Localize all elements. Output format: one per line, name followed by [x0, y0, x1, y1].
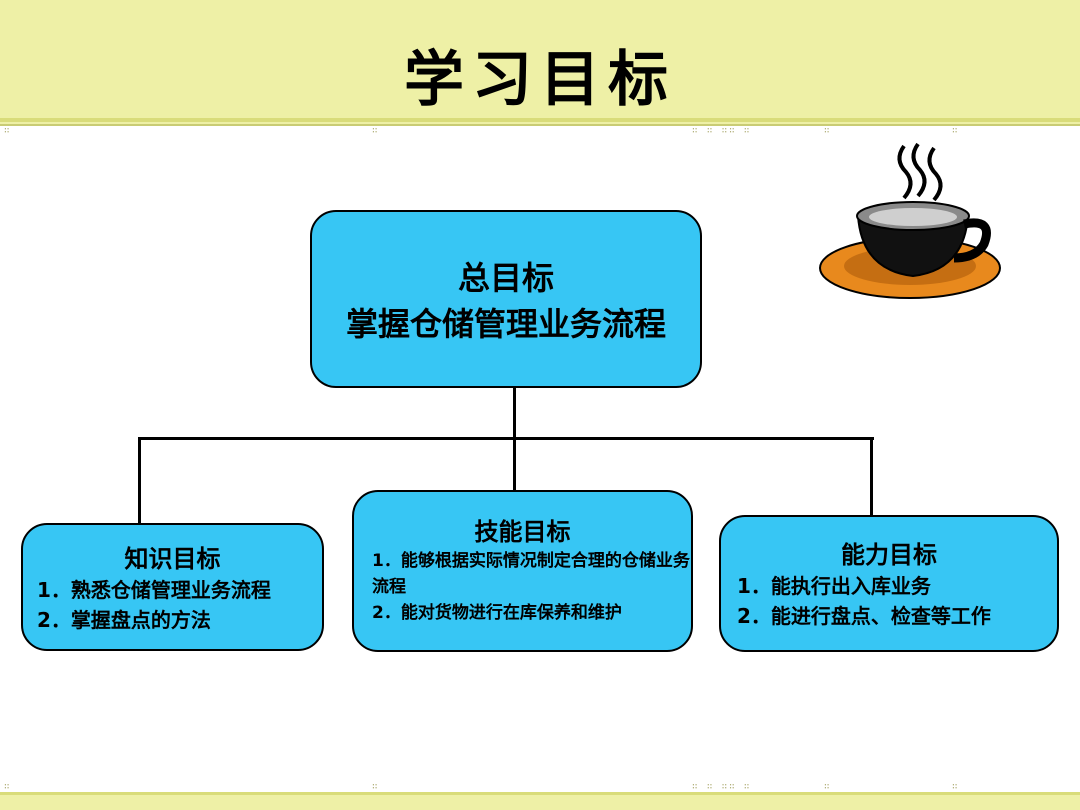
header-band: [0, 0, 1080, 124]
decorative-dots: ∷: [4, 126, 12, 136]
connector-to-skill: [513, 437, 516, 492]
coffee-cup-icon: [819, 142, 1001, 299]
decorative-dots: ∷: [372, 782, 380, 792]
skill-goal-box: 技能目标 1．能够根据实际情况制定合理的仓储业务流程 2．能对货物进行在库保养和…: [352, 490, 693, 652]
header-divider-lower: [0, 124, 1080, 126]
skill-goal-title: 技能目标: [474, 518, 571, 546]
decorative-dots: ∷: [952, 126, 960, 136]
footer-divider: [0, 792, 1080, 795]
decorative-dots: ∷: [952, 782, 960, 792]
decorative-dots: ∷ ∷ ∷∷ ∷: [692, 782, 752, 792]
decorative-dots: ∷ ∷ ∷∷ ∷: [692, 126, 752, 136]
root-goal-subtitle: 掌握仓储管理业务流程: [345, 305, 666, 343]
skill-goal-item-2: 2．能对货物进行在库保养和维护: [372, 603, 622, 623]
ability-goal-item-1: 1．能执行出入库业务: [737, 574, 931, 598]
header-divider: [0, 118, 1080, 122]
connector-root-down: [513, 387, 516, 439]
decorative-dots: ∷: [372, 126, 380, 136]
root-goal-box: 总目标 掌握仓储管理业务流程: [310, 210, 702, 388]
root-goal-title: 总目标: [457, 259, 554, 297]
ability-goal-box: 能力目标 1．能执行出入库业务 2．能进行盘点、检查等工作: [719, 515, 1059, 652]
decorative-dots: ∷: [824, 782, 832, 792]
decorative-dots: ∷: [4, 782, 12, 792]
ability-goal-item-2: 2．能进行盘点、检查等工作: [737, 604, 991, 628]
connector-horizontal: [138, 437, 874, 440]
connector-to-knowledge: [138, 437, 141, 525]
skill-goal-item-1: 1．能够根据实际情况制定合理的仓储业务流程: [372, 551, 690, 597]
connector-to-ability: [870, 437, 873, 517]
page-title: 学习目标: [404, 45, 676, 115]
ability-goal-title: 能力目标: [841, 541, 937, 569]
knowledge-goal-title: 知识目标: [124, 545, 221, 573]
decorative-dots: ∷: [824, 126, 832, 136]
footer-band: [0, 795, 1080, 810]
knowledge-goal-item-2: 2．掌握盘点的方法: [37, 608, 211, 632]
knowledge-goal-item-1: 1．熟悉仓储管理业务流程: [37, 578, 271, 602]
knowledge-goal-box: 知识目标 1．熟悉仓储管理业务流程 2．掌握盘点的方法: [21, 523, 324, 651]
